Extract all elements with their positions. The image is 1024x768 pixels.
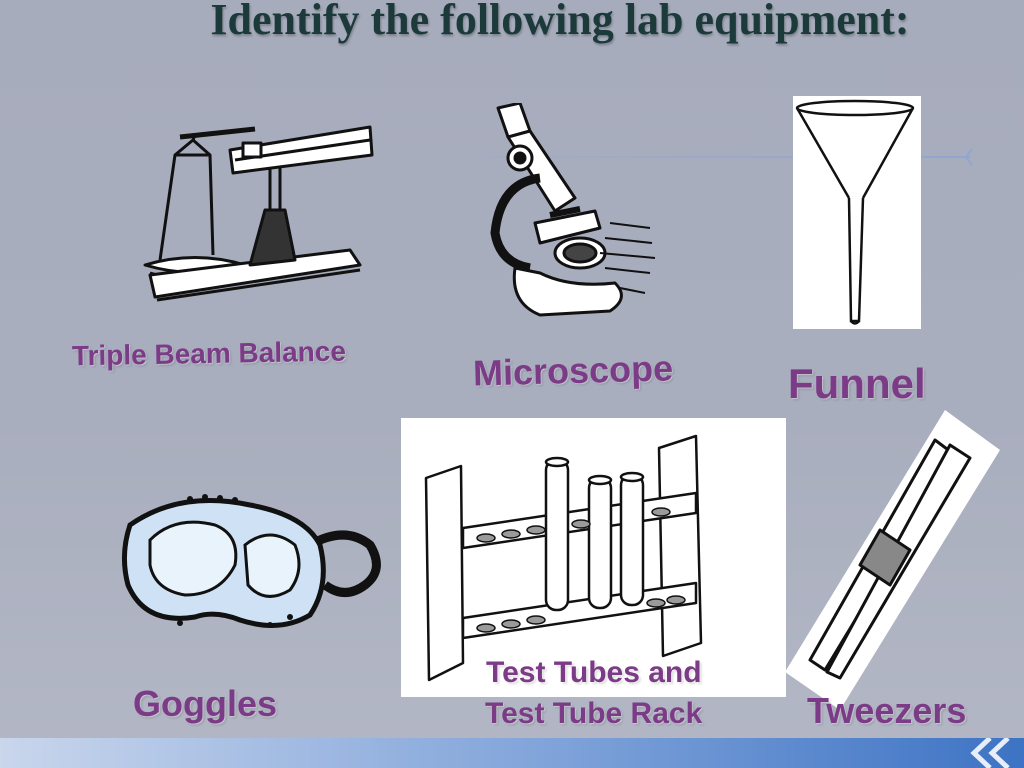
label-test-tubes-line1: Test Tubes and <box>486 656 702 689</box>
label-tweezers: Tweezers <box>807 690 967 731</box>
microscope-icon <box>490 103 656 317</box>
divider-end-icon <box>964 148 973 166</box>
double-chevron-left-icon <box>970 738 1010 768</box>
test-tube-rack-icon <box>424 434 703 682</box>
goggles-icon <box>122 494 381 628</box>
label-goggles: Goggles <box>133 683 278 724</box>
test-tube-rack-image <box>401 418 786 697</box>
funnel-image <box>793 96 921 329</box>
slide-title: Identify the following lab equipment: <box>210 0 910 44</box>
footer-bar <box>0 738 1024 768</box>
tweezers-icon <box>785 410 1000 710</box>
funnel-icon <box>795 99 915 325</box>
label-triple-beam-balance: Triple Beam Balance <box>71 335 347 372</box>
label-funnel: Funnel <box>788 360 926 407</box>
triple-beam-balance-icon <box>143 125 374 302</box>
label-microscope: Microscope <box>472 347 674 394</box>
label-test-tubes-line2: Test Tube Rack <box>485 697 703 730</box>
title-divider <box>380 156 970 158</box>
